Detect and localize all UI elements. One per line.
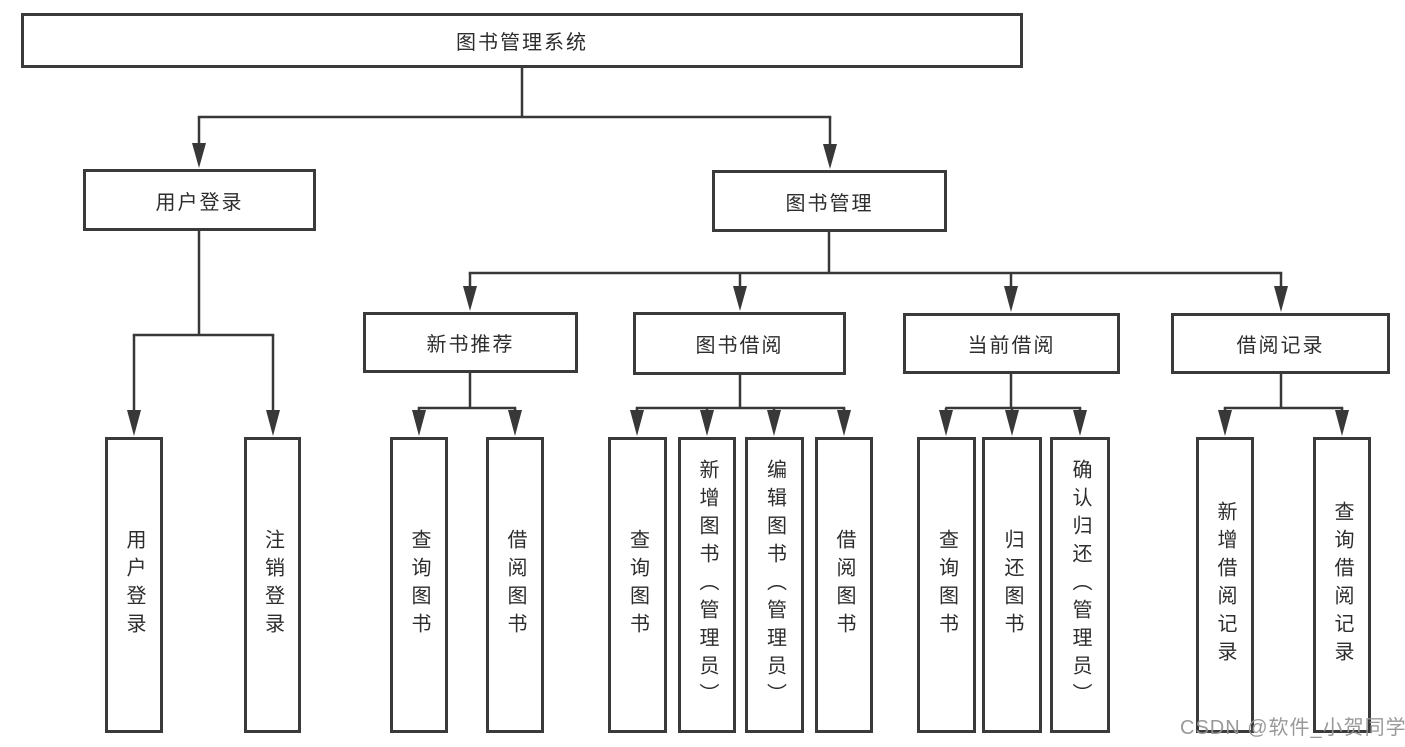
node-current-borrowing: 当前借阅 <box>903 313 1120 374</box>
node-label: 查询图书 <box>626 529 649 641</box>
leaf-query-books-3: 查询图书 <box>917 437 976 733</box>
leaf-query-books-1: 查询图书 <box>390 437 448 733</box>
arrow-down-icon <box>266 410 280 436</box>
node-label: 确认归还（管理员） <box>1069 459 1091 711</box>
node-label: 图书管理 <box>785 192 874 215</box>
node-label: 注销登录 <box>261 529 284 641</box>
leaf-add-book-admin: 新增图书（管理员） <box>678 437 736 733</box>
arrow-down-icon <box>1218 410 1232 436</box>
edges-root-to-level1 <box>192 68 837 169</box>
leaf-borrow-books-1: 借阅图书 <box>486 437 544 733</box>
leaf-confirm-return-admin: 确认归还（管理员） <box>1050 437 1110 733</box>
arrow-down-icon <box>1073 410 1087 436</box>
arrow-down-icon <box>630 410 644 436</box>
arrow-down-icon <box>412 410 426 436</box>
node-label: 编辑图书（管理员） <box>763 459 786 711</box>
arrow-down-icon <box>1274 286 1288 312</box>
node-label: 用户登录 <box>123 529 145 641</box>
arrow-down-icon <box>192 143 206 168</box>
edges-current-borrow-to-children <box>939 373 1087 436</box>
arrow-down-icon <box>837 410 851 436</box>
arrow-down-icon <box>823 144 837 169</box>
edges-user-login-to-children <box>127 231 280 436</box>
leaf-borrow-books-2: 借阅图书 <box>815 437 873 733</box>
node-label: 归还图书 <box>1001 529 1023 641</box>
node-user-login-group: 用户登录 <box>83 169 316 231</box>
arrow-down-icon <box>463 286 477 311</box>
node-label: 查询借阅记录 <box>1331 501 1353 669</box>
node-label: 图书管理系统 <box>456 32 588 54</box>
arrow-down-icon <box>939 410 953 436</box>
node-label: 查询图书 <box>935 529 958 641</box>
node-borrowing-records: 借阅记录 <box>1171 313 1390 374</box>
node-new-book-recommend: 新书推荐 <box>363 312 578 373</box>
edges-new-book-to-children <box>412 373 522 436</box>
arrow-down-icon <box>1004 286 1018 312</box>
node-label: 新增借阅记录 <box>1214 501 1236 669</box>
node-book-management: 图书管理 <box>712 170 947 232</box>
node-label: 新增图书（管理员） <box>696 459 718 711</box>
arrow-down-icon <box>767 410 781 436</box>
node-label: 用户登录 <box>155 191 244 214</box>
leaf-edit-book-admin: 编辑图书（管理员） <box>745 437 804 733</box>
leaf-add-borrow-record: 新增借阅记录 <box>1196 437 1254 733</box>
node-label: 当前借阅 <box>967 335 1056 357</box>
node-label: 查询图书 <box>408 529 430 641</box>
leaf-query-books-2: 查询图书 <box>608 437 667 733</box>
arrow-down-icon <box>127 410 141 436</box>
edges-records-to-children <box>1218 373 1349 436</box>
node-label: 借阅图书 <box>833 529 855 641</box>
arrow-down-icon <box>700 410 714 436</box>
node-library-management-system: 图书管理系统 <box>21 13 1023 68</box>
node-label: 图书借阅 <box>695 335 784 357</box>
node-label: 借阅记录 <box>1236 335 1325 357</box>
leaf-query-borrow-record: 查询借阅记录 <box>1313 437 1371 733</box>
leaf-user-login: 用户登录 <box>105 437 163 733</box>
edges-book-mgmt-to-level2 <box>463 232 1288 312</box>
leaf-logout-login: 注销登录 <box>244 437 301 733</box>
arrow-down-icon <box>733 286 747 311</box>
watermark: CSDN @软件_小贺同学 <box>1180 717 1405 739</box>
edges-book-borrow-to-children <box>630 375 851 436</box>
node-label: 借阅图书 <box>504 529 526 641</box>
node-book-borrowing: 图书借阅 <box>633 312 846 375</box>
arrow-down-icon <box>508 410 522 436</box>
node-label: 新书推荐 <box>426 334 515 356</box>
leaf-return-books: 归还图书 <box>982 437 1042 733</box>
arrow-down-icon <box>1335 410 1349 436</box>
arrow-down-icon <box>1005 410 1019 436</box>
